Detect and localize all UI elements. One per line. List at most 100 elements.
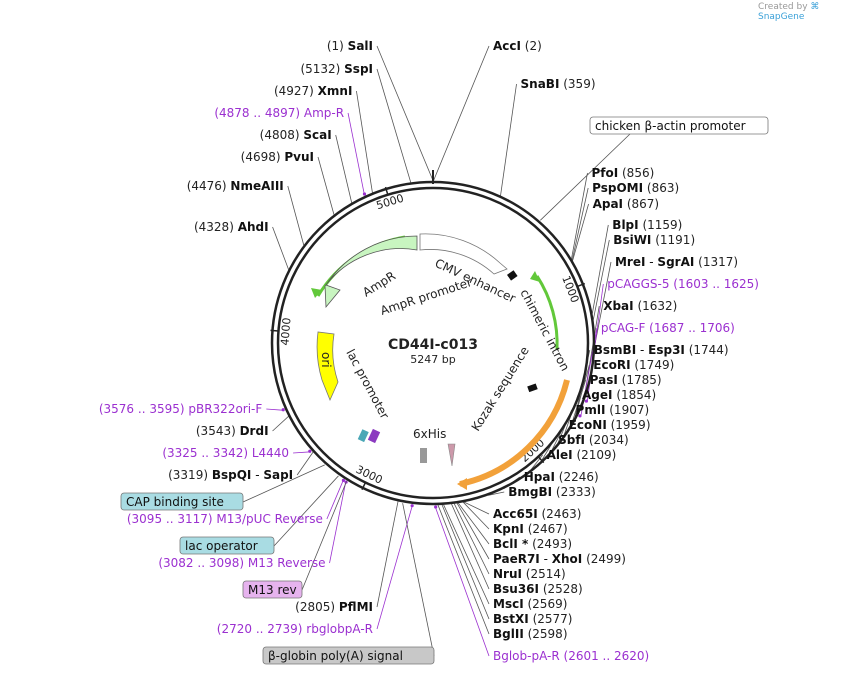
pspomi-label[interactable]: PspOMI (863)	[592, 181, 679, 195]
scai-label[interactable]: (4808) ScaI	[260, 128, 332, 142]
bcli-leader	[457, 502, 490, 545]
pmli-label[interactable]: PmlI (1907)	[576, 403, 650, 417]
m13rev-primer-label[interactable]: (3082 .. 3098) M13 Reverse	[158, 556, 325, 570]
bsmbi-label[interactable]: BsmBI - Esp3I (1744)	[594, 343, 729, 357]
globin-polya-text: β-globin poly(A) signal	[268, 649, 403, 663]
sali-label[interactable]: (1) SalI	[327, 39, 373, 53]
paer7i-label[interactable]: PaeR7I - XhoI (2499)	[493, 552, 626, 566]
l4440-tick	[308, 449, 312, 453]
xmni-label[interactable]: (4927) XmnI	[274, 84, 352, 98]
drdi-leader	[272, 416, 289, 432]
ampr-primer-tick	[362, 192, 367, 196]
sbfi-label[interactable]: SbfI (2034)	[558, 433, 629, 447]
rbglobpa-label[interactable]: (2720 .. 2739) rbglobpA-R	[217, 622, 373, 636]
kpni-label[interactable]: KpnI (2467)	[493, 522, 568, 536]
l4440-label[interactable]: (3325 .. 3342) L4440	[162, 446, 289, 460]
pcaggs5-tick	[584, 399, 588, 403]
ampr-primer-label[interactable]: (4878 .. 4897) Amp-R	[214, 106, 344, 120]
msci-label[interactable]: MscI (2569)	[493, 597, 567, 611]
rbglobpa-leader	[376, 506, 413, 630]
green-arc-head-2	[530, 271, 540, 282]
bcli-label[interactable]: BclI * (2493)	[493, 537, 572, 551]
ahdi-label[interactable]: (4328) AhdI	[194, 220, 269, 234]
nmeaiii-label[interactable]: (4476) NmeAIII	[187, 179, 284, 193]
his-label: 6xHis	[413, 427, 446, 441]
snabi-label[interactable]: SnaBI (359)	[521, 77, 596, 91]
cmv-marker[interactable]	[507, 270, 518, 281]
bmgbi-label[interactable]: BmgBI (2333)	[508, 485, 596, 499]
cap-site-box[interactable]	[120, 492, 244, 511]
plasmid-size: 5247 bp	[410, 353, 455, 366]
cap-site-text: CAP binding site	[126, 495, 224, 509]
kozak-label: Kozak sequence	[469, 344, 532, 434]
m13puc-label[interactable]: (3095 .. 3117) M13/pUC Reverse	[127, 512, 323, 526]
ampr-promoter-feature[interactable]	[419, 233, 508, 275]
ecoNI-label[interactable]: EcoNI (1959)	[569, 418, 651, 432]
ori-feature[interactable]	[316, 331, 339, 402]
ampr-feature[interactable]	[324, 235, 418, 309]
watermark-brand: SnapGene	[758, 12, 805, 22]
kpni-leader	[462, 501, 490, 530]
lac-block-2[interactable]	[367, 428, 381, 444]
pvui-label[interactable]: (4698) PvuI	[241, 150, 314, 164]
bstxi-label[interactable]: BstXI (2577)	[493, 612, 572, 626]
pflmi-label[interactable]: (2805) PflMI	[295, 600, 373, 614]
alei-label[interactable]: AleI (2109)	[547, 448, 617, 462]
m13puc-tick	[341, 478, 346, 482]
ahdi-leader	[272, 226, 289, 270]
sali-leader	[376, 45, 434, 182]
tick-3000	[361, 482, 367, 491]
lac-block-1[interactable]	[357, 429, 369, 443]
hpai-label[interactable]: HpaI (2246)	[524, 470, 599, 484]
nrui-leader	[453, 503, 490, 575]
scai-leader	[335, 134, 353, 203]
mrei-label[interactable]: MreI - SgrAI (1317)	[615, 255, 738, 269]
ampr-label: AmpR	[360, 269, 398, 300]
pbr322-leader	[266, 408, 283, 411]
m13-rev-box-box[interactable]	[242, 580, 303, 599]
orange-arc[interactable]	[459, 379, 570, 487]
acci-label[interactable]: AccI (2)	[493, 39, 542, 53]
agei-label[interactable]: AgeI (1854)	[582, 388, 656, 402]
lac-promoter-label: lac promoter	[343, 347, 391, 421]
bstxi-leader	[441, 504, 490, 620]
bsiwi-label[interactable]: BsiWI (1191)	[613, 233, 695, 247]
sspi-label[interactable]: (5132) SspI	[300, 62, 373, 76]
pfoi-label[interactable]: PfoI (856)	[591, 166, 654, 180]
pcaggs5-label[interactable]: pCAGGS-5 (1603 .. 1625)	[607, 277, 759, 291]
chicken-actin-box[interactable]	[589, 116, 769, 135]
small-arrow-feature[interactable]	[447, 443, 456, 467]
blpi-label[interactable]: BlpI (1159)	[612, 218, 682, 232]
apai-label[interactable]: ApaI (867)	[593, 197, 660, 211]
tick-label-5000: 5000	[375, 192, 406, 213]
chicken-actin-leader	[540, 133, 631, 221]
globin-polya-box[interactable]	[262, 646, 435, 665]
pbr322-label[interactable]: (3576 .. 3595) pBR322ori-F	[99, 402, 263, 416]
drdi-label[interactable]: (3543) DrdI	[196, 424, 269, 438]
pbr322-tick	[281, 408, 285, 412]
his-tag-feature[interactable]	[420, 448, 427, 463]
tick-2000	[537, 456, 545, 464]
bsiwi-leader	[592, 239, 610, 320]
kozak-marker[interactable]	[527, 383, 538, 393]
bspqi-leader	[296, 451, 314, 476]
tick-label-1000: 1000	[559, 274, 581, 305]
acc65i-label[interactable]: Acc65I (2463)	[493, 507, 581, 521]
globin-polya-leader	[402, 503, 435, 657]
pasi-label[interactable]: PasI (1785)	[590, 373, 662, 387]
tick-label-4000: 4000	[278, 317, 293, 346]
bmgbi-leader	[488, 491, 505, 496]
bglii-label[interactable]: BglII (2598)	[493, 627, 568, 641]
lac-operator-leader	[273, 475, 339, 547]
nrui-label[interactable]: NruI (2514)	[493, 567, 566, 581]
tick-5000	[384, 186, 389, 195]
ecori-label[interactable]: EcoRI (1749)	[593, 358, 674, 372]
lac-operator-box[interactable]	[179, 536, 275, 555]
bsu36i-label[interactable]: Bsu36I (2528)	[493, 582, 583, 596]
xbai-label[interactable]: XbaI (1632)	[603, 299, 677, 313]
bglobpar-label[interactable]: Bglob-pA-R (2601 .. 2620)	[493, 649, 649, 663]
chimeric-intron-primer-arc[interactable]	[535, 275, 559, 351]
bspqi-label[interactable]: (3319) BspQI - SapI	[168, 468, 293, 482]
snapgene-watermark: Created by ⌘ SnapGene	[758, 2, 856, 22]
pcagf-label[interactable]: pCAG-F (1687 .. 1706)	[601, 321, 735, 335]
